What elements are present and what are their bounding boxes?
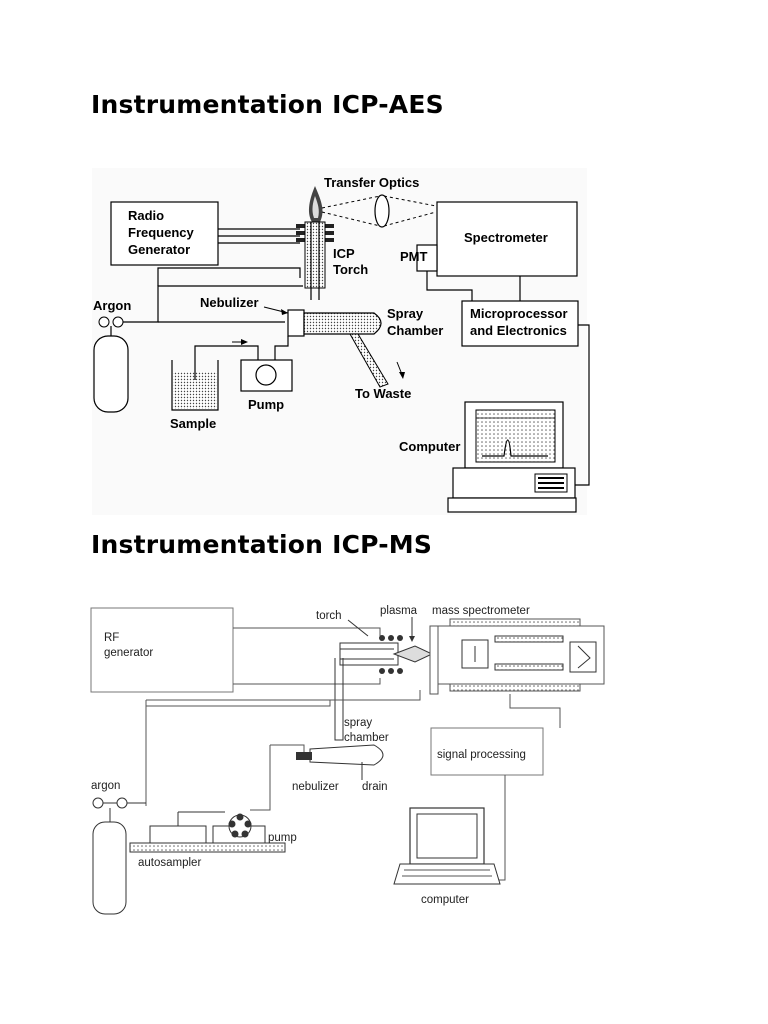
ms-rf-generator-box (90, 607, 234, 693)
microprocessor-box (461, 300, 579, 347)
ms-chamber-label: chamber (344, 732, 389, 744)
argon-label: Argon (93, 298, 131, 313)
pmt-label: PMT (400, 249, 428, 264)
nebulizer-label: Nebulizer (200, 295, 259, 310)
ms-signal-processing-box (430, 727, 544, 776)
argon-cylinder (93, 335, 129, 413)
ms-signal-processing-label: signal processing (437, 749, 526, 761)
pump-label: Pump (248, 397, 284, 412)
ms-computer (393, 807, 501, 885)
ms-plasma (392, 645, 434, 663)
rf-label-3: Generator (128, 242, 190, 257)
rf-label-1: Radio (128, 208, 164, 223)
ms-mass-spec-label: mass spectrometer (432, 605, 530, 617)
ms-rf-label-1: RF (104, 632, 119, 644)
spectrometer-label: Spectrometer (464, 230, 548, 245)
ms-spray-chamber (309, 744, 384, 766)
ms-pump-rotor-icon (228, 813, 252, 838)
ms-torch (339, 635, 434, 674)
ms-computer-label: computer (421, 894, 469, 906)
torch-label: Torch (333, 262, 368, 277)
transfer-optics-label: Transfer Optics (324, 175, 419, 190)
micro-label-2: and Electronics (470, 323, 567, 338)
rf-label-2: Frequency (128, 225, 195, 240)
spray-label: Spray (387, 306, 424, 321)
ms-autosampler (149, 825, 207, 844)
ms-spray-label: spray (344, 717, 372, 729)
spectrometer-box (436, 201, 578, 277)
ms-nebulizer-label: nebulizer (292, 781, 339, 793)
ms-drain-label: drain (362, 781, 388, 793)
to-waste-label: To Waste (355, 386, 411, 401)
rf-generator-box (110, 201, 219, 266)
ms-torch-label: torch (316, 610, 342, 622)
ms-plasma-label: plasma (380, 605, 418, 617)
lens-icon (374, 194, 390, 228)
sample-beaker (171, 360, 219, 411)
ms-argon-cylinder (92, 821, 127, 915)
icp-ms-diagram: RF generator torch plasma mass spectrome… (90, 605, 605, 915)
icp-torch (304, 221, 326, 289)
spectrum-peak-icon (482, 439, 548, 457)
heading-icp-aes: Instrumentation ICP-AES (91, 90, 444, 119)
icp-aes-diagram: Radio Frequency Generator Transfer Optic… (92, 168, 590, 515)
icp-label: ICP (333, 246, 355, 261)
ms-mass-spectrometer (429, 618, 605, 695)
ms-autosampler-label: autosampler (138, 857, 201, 869)
sample-label: Sample (170, 416, 216, 431)
ms-argon-label: argon (91, 780, 120, 792)
chamber-label: Chamber (387, 323, 443, 338)
ms-pump-label: pump (268, 832, 297, 844)
ms-rf-label-2: generator (104, 647, 153, 659)
heading-icp-ms: Instrumentation ICP-MS (91, 530, 433, 559)
nebulizer (287, 309, 305, 337)
pump-rotor-icon (255, 364, 277, 386)
computer-label: Computer (399, 439, 460, 454)
ms-nebulizer (296, 752, 312, 760)
micro-label-1: Microprocessor (470, 306, 568, 321)
spray-chamber (303, 312, 382, 335)
